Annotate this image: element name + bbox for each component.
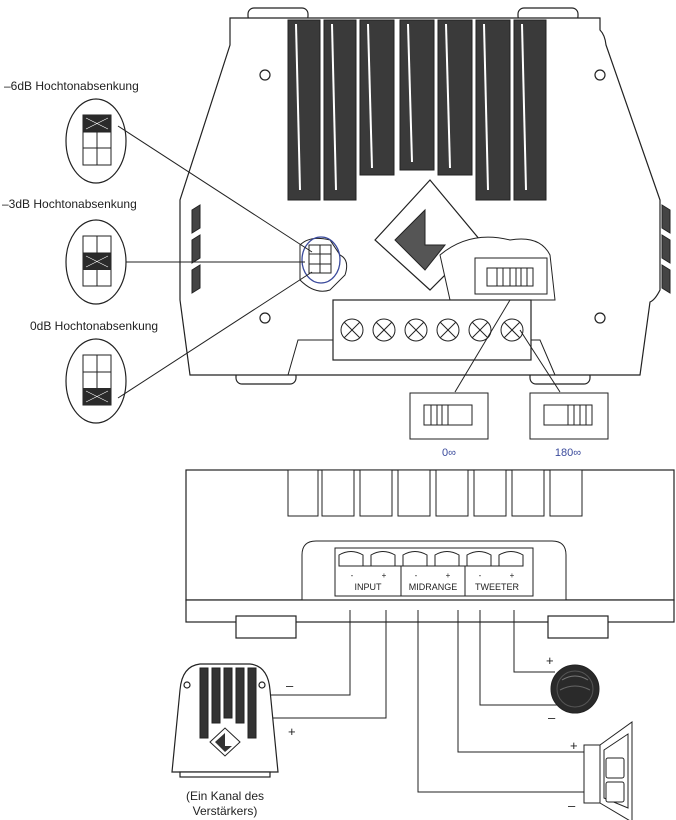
phase-switch-0: [409, 392, 489, 440]
leader-phase0: [454, 299, 511, 393]
screw-hole-bottom-right: [594, 312, 606, 324]
terminal-screws-front: [338, 551, 524, 567]
screw-hole-bottom-left: [259, 312, 271, 324]
leader-0db: [117, 271, 313, 399]
wire-tweeter-plus: [513, 610, 555, 673]
terminal-label-tweeter: TWEETER: [475, 582, 519, 592]
midrange-speaker: [583, 721, 633, 820]
woofer-minus-label: –: [568, 798, 576, 813]
input-plus-mark: +: [382, 571, 387, 580]
label-0db: 0dB Hochtonabsenkung: [30, 319, 158, 333]
tweeter-plus-mark: +: [510, 571, 515, 580]
amp-caption-line2: Verstärkers): [193, 804, 258, 818]
foot-right: [547, 615, 609, 639]
level-callouts: –6dB Hochtonabsenkung –3dB Hochtonabsenk…: [2, 79, 313, 424]
crossover-top-view: [179, 7, 671, 385]
leader-minus6: [117, 125, 313, 253]
foot-left: [235, 615, 297, 639]
side-fins-right: [661, 204, 671, 294]
amp-minus-label: –: [286, 678, 294, 693]
amp-plus-label: +: [288, 724, 296, 739]
amp-caption-line1: (Ein Kanal des: [186, 789, 264, 803]
wire-midrange-plus: [457, 610, 590, 753]
label-phase-180: 180∞: [555, 447, 581, 459]
midrange-plus-mark: +: [446, 571, 451, 580]
amplifier: [171, 663, 279, 778]
side-fins-left: [191, 204, 201, 294]
wire-input-plus: [268, 610, 387, 719]
label-phase-0: 0∞: [442, 447, 456, 459]
leader-phase180: [519, 329, 561, 393]
phase-switch-180: [529, 392, 609, 440]
crossover-front-view: - + - + - + INPUT MIDRANGE TWEETER: [185, 469, 675, 639]
wire-tweeter-minus: [479, 610, 565, 706]
phase-callouts: 0∞ 180∞: [409, 299, 609, 459]
screw-hole-top-left: [259, 69, 271, 81]
woofer-plus-label: +: [570, 738, 578, 753]
tweeter-plus-label: +: [546, 653, 554, 668]
label-minus3db: –3dB Hochtonabsenkung: [2, 197, 137, 211]
terminal-label-midrange: MIDRANGE: [409, 582, 458, 592]
wires: [268, 610, 610, 793]
switch-position-minus6: [65, 98, 127, 184]
wire-midrange-minus: [417, 610, 610, 793]
tweeter-minus-mark: -: [479, 571, 482, 580]
tweeter-speaker: [550, 664, 600, 714]
cooling-fins: [287, 19, 547, 201]
input-minus-mark: -: [351, 571, 354, 580]
terminal-label-input: INPUT: [355, 582, 383, 592]
terminal-block-top: [332, 299, 532, 361]
label-minus6db: –6dB Hochtonabsenkung: [4, 79, 139, 93]
wire-input-minus: [268, 610, 351, 696]
level-switch-onboard[interactable]: [301, 236, 341, 284]
phase-switch-onboard[interactable]: [474, 257, 548, 295]
switch-position-minus3: [65, 219, 127, 305]
switch-position-0db: [65, 338, 127, 424]
tweeter-minus-label: –: [548, 710, 556, 725]
screw-hole-top-right: [594, 69, 606, 81]
midrange-minus-mark: -: [415, 571, 418, 580]
front-fins: [287, 469, 583, 517]
